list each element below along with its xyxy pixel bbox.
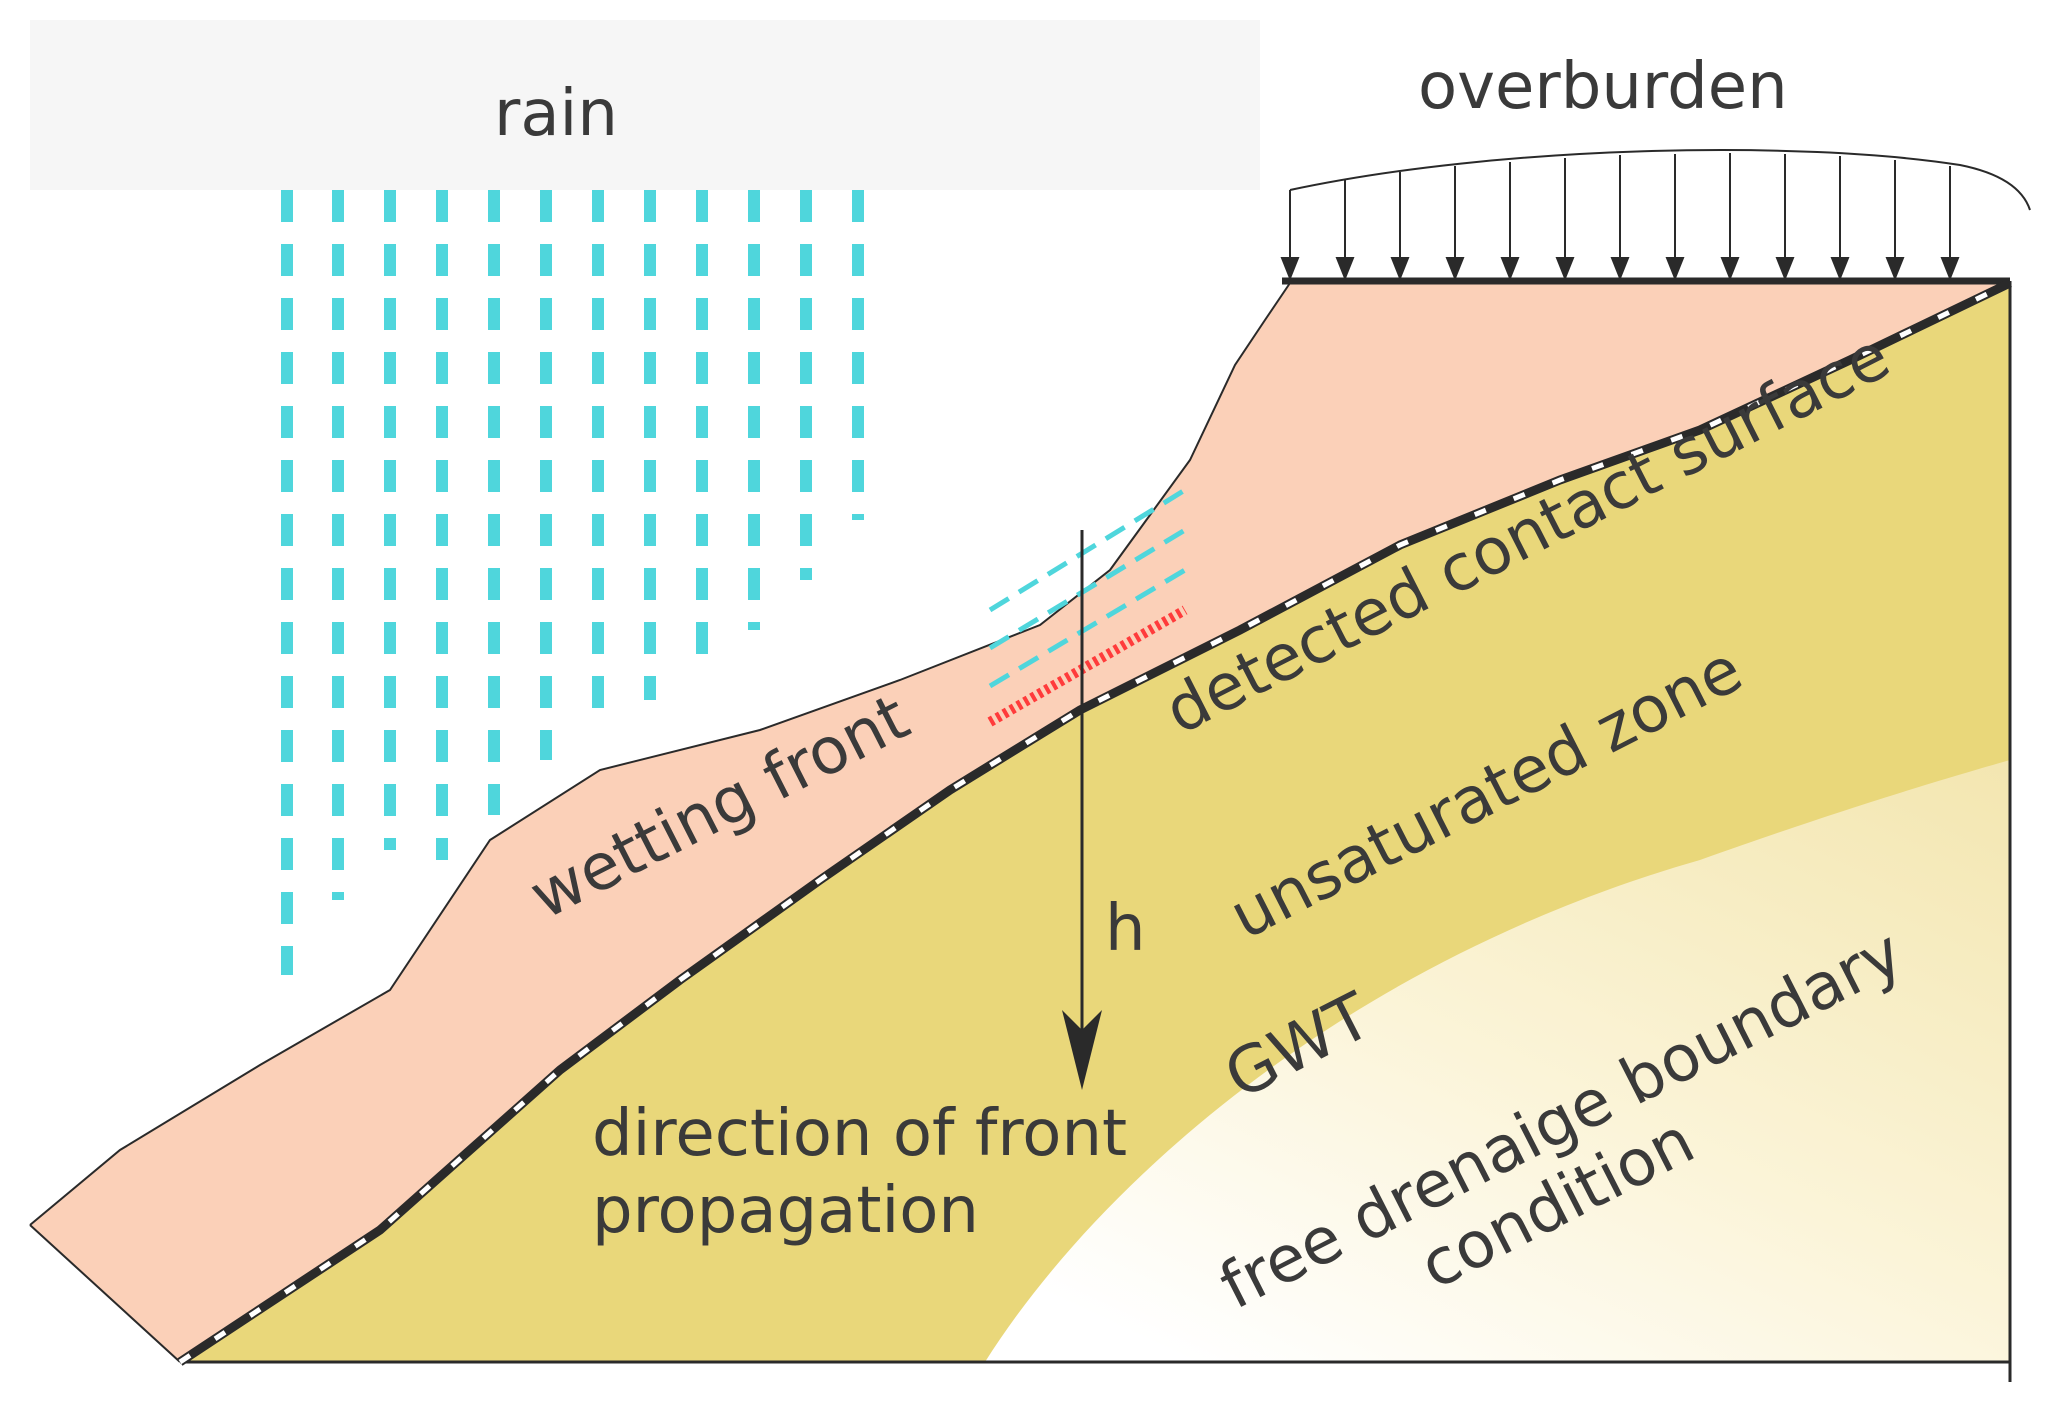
load-arrowhead	[1280, 257, 1300, 281]
left-toe-line	[29, 1224, 181, 1363]
depth-arrowhead	[1062, 1010, 1102, 1090]
rain-label: rain	[494, 77, 618, 151]
load-arrowhead	[1885, 257, 1905, 281]
load-arrowhead	[1940, 257, 1960, 281]
load-arrowhead	[1775, 257, 1795, 281]
red-contact-marker	[987, 605, 1188, 727]
depth-h-label: h	[1105, 892, 1146, 966]
load-arrowhead	[1555, 257, 1575, 281]
load-arrowhead	[1500, 257, 1520, 281]
overburden-arrows	[1280, 153, 1960, 281]
overburden-label: overburden	[1418, 50, 1788, 124]
load-arrowhead	[1445, 257, 1465, 281]
load-arrowhead	[1665, 257, 1685, 281]
load-arrowhead	[1390, 257, 1410, 281]
sky-band	[30, 20, 1260, 190]
wetted-soil-layer	[30, 283, 2010, 1362]
direction-label-line1: direction of front	[592, 1097, 1127, 1171]
overburden-curve	[1289, 149, 2031, 211]
wetting-front-line	[988, 527, 1187, 651]
load-arrowhead	[1610, 257, 1630, 281]
load-arrowhead	[1720, 257, 1740, 281]
wetting-front-lines	[988, 487, 1187, 689]
saturated-zone-region	[985, 760, 2010, 1362]
load-arrowhead	[1335, 257, 1355, 281]
wetting-front-line	[988, 567, 1187, 689]
load-arrowhead	[1830, 257, 1850, 281]
contact-surface-line	[177, 278, 2012, 1366]
direction-label-line2: propagation	[592, 1174, 979, 1248]
overburden-load	[1289, 149, 2031, 211]
ground-surface-line	[29, 282, 1291, 1226]
rain-lines	[281, 190, 864, 975]
wetting-front-line	[988, 487, 1187, 613]
